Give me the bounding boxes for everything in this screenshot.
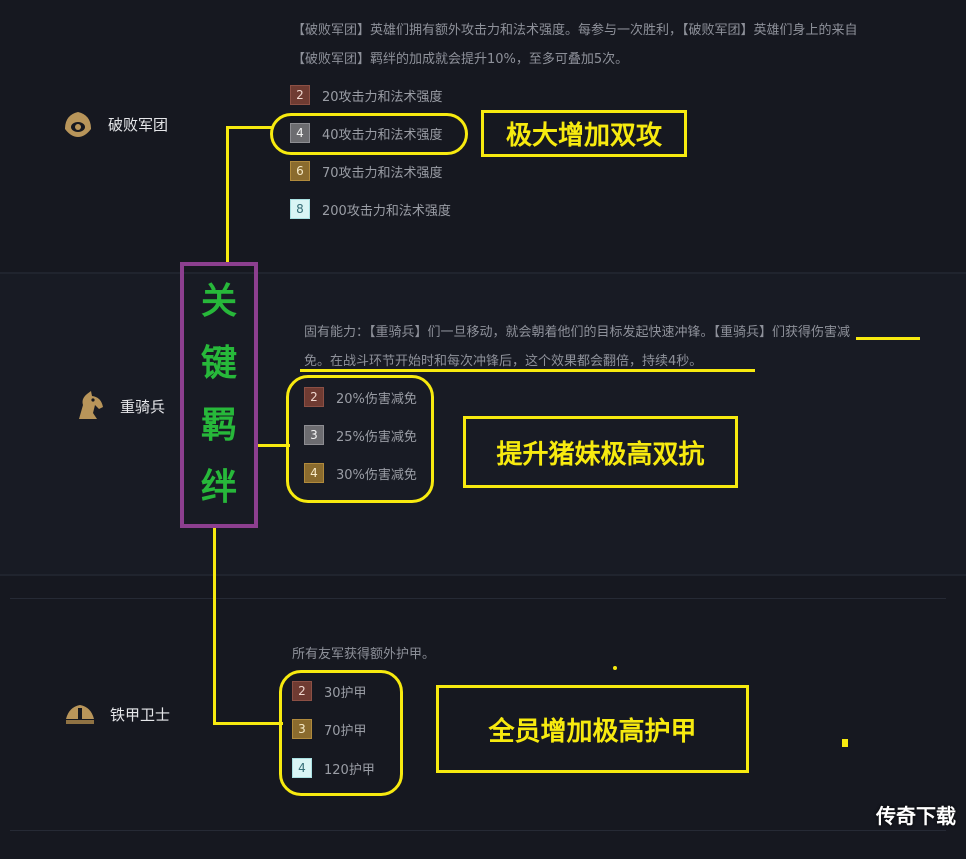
synergy-description: 所有友军获得额外护甲。 — [292, 640, 692, 669]
tier-row: 3 25%伤害减免 — [304, 425, 417, 445]
tier-effect: 40攻击力和法术强度 — [322, 127, 443, 143]
tier-row: 2 20%伤害减免 — [304, 387, 417, 407]
annotation-line — [213, 528, 216, 724]
synergy-name: 重骑兵 — [120, 397, 166, 416]
tier-effect: 120护甲 — [324, 762, 375, 778]
tier-badge: 4 — [292, 758, 312, 778]
description-line: 固有能力：【重骑兵】们一旦移动，就会朝着他们的目标发起快速冲锋。【重骑兵】们获得… — [304, 325, 851, 340]
tier-badge: 3 — [304, 425, 324, 445]
annotation-line — [213, 722, 283, 725]
key-synergy-label: 关 键 羁 绊 — [180, 262, 258, 528]
annotation-line — [258, 444, 290, 447]
key-char: 羁 — [200, 405, 237, 446]
tier-effect: 20攻击力和法术强度 — [322, 89, 443, 105]
synergy-iron-guard[interactable]: 铁甲卫士 — [62, 696, 170, 732]
highlight-oval — [286, 375, 434, 503]
tier-row: 6 70攻击力和法术强度 — [290, 161, 443, 181]
tier-effect: 70攻击力和法术强度 — [322, 165, 443, 181]
ruined-legion-icon — [60, 106, 96, 142]
synergy-name: 破败军团 — [108, 115, 169, 134]
description-line: 免。在战斗环节开始时和每次冲锋后，这个效果都会翻倍，持续4秒。 — [304, 354, 703, 369]
tier-effect: 70护甲 — [324, 723, 367, 739]
description-line: 【破败军团】英雄们拥有额外攻击力和法术强度。每参与一次胜利，【破败军团】英雄们身… — [292, 23, 858, 38]
tier-effect: 20%伤害减免 — [336, 391, 417, 407]
divider — [10, 830, 946, 831]
tier-effect: 25%伤害减免 — [336, 429, 417, 445]
synergy-description: 【破败军团】英雄们拥有额外攻击力和法术强度。每参与一次胜利，【破败军团】英雄们身… — [292, 16, 922, 74]
annotation-dot — [842, 739, 848, 747]
helmet-icon — [62, 696, 98, 732]
highlight-oval — [279, 670, 403, 796]
synergy-panel-cavalier — [0, 272, 966, 576]
tier-row: 3 70护甲 — [292, 719, 367, 739]
tier-row: 8 200攻击力和法术强度 — [290, 199, 451, 219]
underline-mark — [856, 337, 920, 340]
key-char: 键 — [200, 343, 237, 384]
annotation-box-double-resist: 提升猪妹极高双抗 — [463, 416, 738, 488]
synergy-ruined-legion[interactable]: 破败军团 — [60, 106, 168, 142]
key-char: 绊 — [200, 467, 237, 508]
annotation-line — [226, 126, 272, 129]
description-line: 【破败军团】羁绊的加成就会提升10%，至多可叠加5次。 — [292, 52, 629, 67]
annotation-box-armor: 全员增加极高护甲 — [436, 685, 749, 773]
tier-badge: 6 — [290, 161, 310, 181]
tier-row: 2 20攻击力和法术强度 — [290, 85, 443, 105]
highlight-oval — [270, 113, 468, 155]
divider — [10, 598, 946, 599]
annotation-dot — [613, 666, 617, 670]
annotation-box-double-attack: 极大增加双攻 — [481, 110, 687, 157]
tier-badge: 2 — [304, 387, 324, 407]
annotation-line — [226, 126, 229, 264]
tier-badge: 4 — [304, 463, 324, 483]
underline-mark — [300, 369, 755, 372]
tier-row: 4 120护甲 — [292, 758, 375, 778]
synergy-cavalier[interactable]: 重骑兵 — [72, 388, 165, 424]
tier-badge: 3 — [292, 719, 312, 739]
tier-effect: 30护甲 — [324, 685, 367, 701]
synergy-description: 固有能力：【重骑兵】们一旦移动，就会朝着他们的目标发起快速冲锋。【重骑兵】们获得… — [304, 318, 934, 376]
key-char: 关 — [200, 281, 237, 322]
watermark: 传奇下载 — [876, 804, 956, 828]
tier-badge: 8 — [290, 199, 310, 219]
tier-effect: 200攻击力和法术强度 — [322, 203, 451, 219]
tier-row: 4 30%伤害减免 — [304, 463, 417, 483]
description-line: 所有友军获得额外护甲。 — [292, 647, 436, 662]
tier-effect: 30%伤害减免 — [336, 467, 417, 483]
synergy-name: 铁甲卫士 — [110, 705, 171, 724]
tier-badge: 2 — [290, 85, 310, 105]
horse-head-icon — [72, 388, 108, 424]
